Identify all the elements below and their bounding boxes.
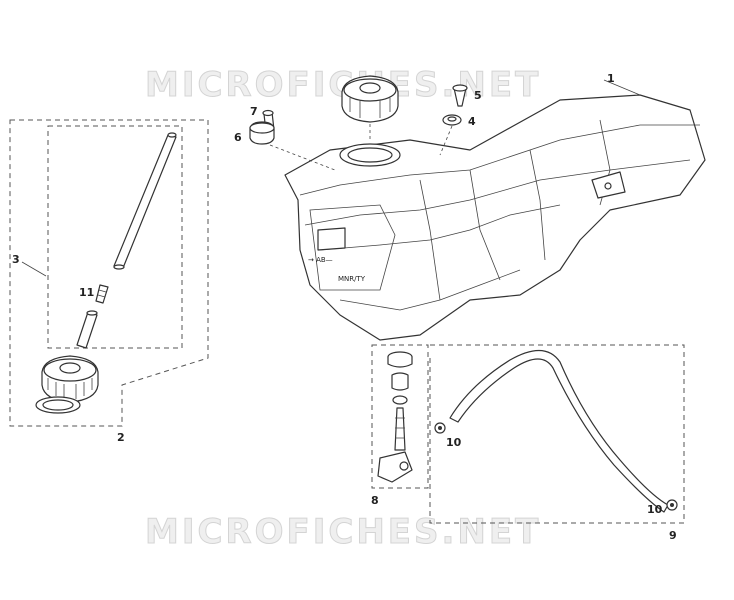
callout-3: 3 — [12, 253, 20, 266]
rubber-washer — [249, 121, 275, 145]
tank-arrow-marking: → AB— — [308, 256, 333, 264]
group-8-boundary — [371, 344, 429, 489]
callout-6: 6 — [234, 131, 242, 144]
callout-5: 5 — [474, 89, 482, 102]
grommet — [442, 114, 462, 126]
callout-8: 8 — [371, 494, 379, 507]
callout-10-lower: 10 — [647, 503, 663, 516]
screw — [452, 84, 468, 107]
short-tube — [76, 310, 98, 349]
filler-cap-lower — [41, 355, 99, 403]
callout-7: 7 — [250, 105, 258, 118]
filler-cap-upper — [341, 75, 399, 123]
callout-9: 9 — [669, 529, 677, 542]
cap-gasket — [35, 396, 81, 414]
callout-10-upper: 10 — [446, 436, 462, 449]
callout-11: 11 — [79, 286, 94, 299]
group-2-boundary — [9, 119, 209, 427]
hose-clamp-upper — [434, 422, 446, 434]
fuel-tank: → AB— MNR/TY — [284, 94, 706, 341]
callout-1: 1 — [607, 72, 615, 85]
watermark-bottom: MICROFICHES.NET — [145, 512, 541, 552]
group-9-boundary — [429, 344, 685, 524]
tank-material-marking: MNR/TY — [338, 275, 366, 283]
valve-assembly — [377, 351, 413, 483]
watermark-top: MICROFICHES.NET — [145, 65, 541, 105]
hose-clamp-lower — [666, 499, 678, 511]
callout-4: 4 — [468, 115, 476, 128]
callout-2: 2 — [117, 431, 125, 444]
fuel-pickup-tube — [113, 132, 177, 270]
breather-hose — [449, 349, 669, 513]
tube-connector — [95, 284, 109, 304]
group-3-boundary — [47, 125, 183, 349]
